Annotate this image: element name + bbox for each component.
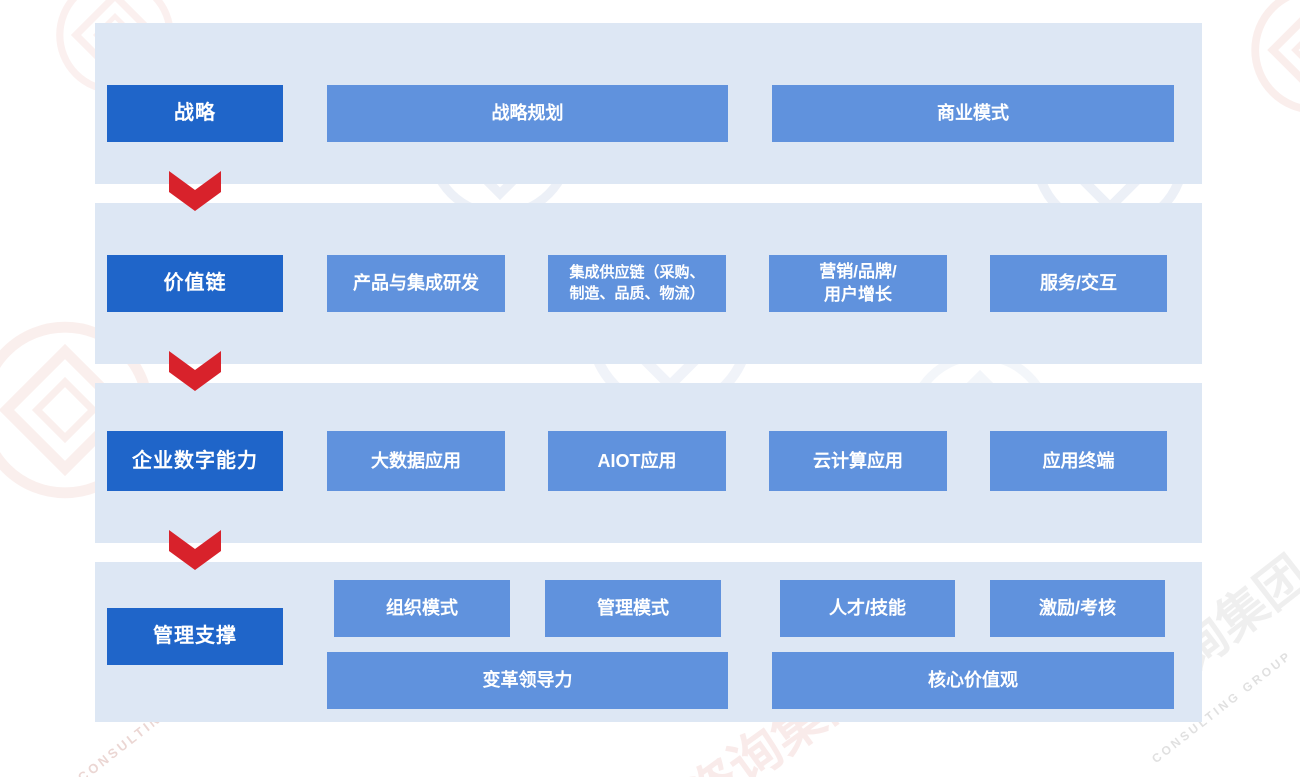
digital-capability-label-box: 企业数字能力 xyxy=(107,431,283,491)
core-values-label: 核心价值观 xyxy=(928,670,1018,691)
business-model-label: 商业模式 xyxy=(937,103,1009,124)
app-terminal-label: 应用终端 xyxy=(1042,450,1115,471)
big-data-label: 大数据应用 xyxy=(371,450,461,471)
management-model-box: 管理模式 xyxy=(545,580,721,637)
management-support-label: 管理支撑 xyxy=(153,625,237,647)
strategic-planning-label: 战略规划 xyxy=(491,103,564,124)
management-support-label-box: 管理支撑 xyxy=(107,608,283,665)
band-digital-capability: 企业数字能力 大数据应用 AIOT应用 云计算应用 应用终端 xyxy=(95,383,1202,543)
talent-skill-box: 人才/技能 xyxy=(780,580,955,637)
watermark-logo-icon xyxy=(1250,0,1300,115)
service-interaction-label: 服务/交互 xyxy=(1039,273,1117,294)
band-strategy: 战略 战略规划 商业模式 xyxy=(95,23,1202,184)
big-data-box: 大数据应用 xyxy=(327,431,505,491)
down-chevron-icon xyxy=(169,530,221,570)
aiot-label: AIOT应用 xyxy=(597,450,677,471)
digital-capability-label: 企业数字能力 xyxy=(132,449,258,472)
marketing-brand-box: 营销/品牌/ 用户增长 xyxy=(769,255,947,312)
product-rd-label: 产品与集成研发 xyxy=(353,273,479,294)
marketing-brand-label: 营销/品牌/ 用户增长 xyxy=(819,261,897,304)
down-chevron-icon xyxy=(169,171,221,211)
strategy-label: 战略 xyxy=(174,102,216,124)
org-model-box: 组织模式 xyxy=(334,580,510,637)
supply-chain-box: 集成供应链（采购、 制造、品质、物流） xyxy=(548,255,726,312)
down-chevron-icon xyxy=(169,351,221,391)
strategy-label-box: 战略 xyxy=(107,85,283,142)
strategic-planning-box: 战略规划 xyxy=(327,85,728,142)
org-model-label: 组织模式 xyxy=(386,598,458,619)
cloud-computing-box: 云计算应用 xyxy=(769,431,947,491)
talent-skill-label: 人才/技能 xyxy=(828,598,906,619)
aiot-box: AIOT应用 xyxy=(548,431,726,491)
service-interaction-box: 服务/交互 xyxy=(990,255,1167,312)
value-chain-label: 价值链 xyxy=(163,272,227,294)
product-rd-box: 产品与集成研发 xyxy=(327,255,505,312)
band-management-support: 管理支撑 组织模式 管理模式 人才/技能 激励/考核 变革领导力 核心价值观 xyxy=(95,562,1202,722)
incentive-assessment-box: 激励/考核 xyxy=(990,580,1165,637)
value-chain-label-box: 价值链 xyxy=(107,255,283,312)
change-leadership-label: 变革领导力 xyxy=(482,670,573,691)
cloud-computing-label: 云计算应用 xyxy=(813,450,903,471)
business-model-box: 商业模式 xyxy=(772,85,1174,142)
band-value-chain: 价值链 产品与集成研发 集成供应链（采购、 制造、品质、物流） 营销/品牌/ 用… xyxy=(95,203,1202,364)
core-values-box: 核心价值观 xyxy=(772,652,1174,709)
change-leadership-box: 变革领导力 xyxy=(327,652,728,709)
app-terminal-box: 应用终端 xyxy=(990,431,1167,491)
supply-chain-label: 集成供应链（采购、 制造、品质、物流） xyxy=(569,264,705,302)
incentive-assessment-label: 激励/考核 xyxy=(1038,598,1116,619)
management-model-label: 管理模式 xyxy=(597,598,669,619)
